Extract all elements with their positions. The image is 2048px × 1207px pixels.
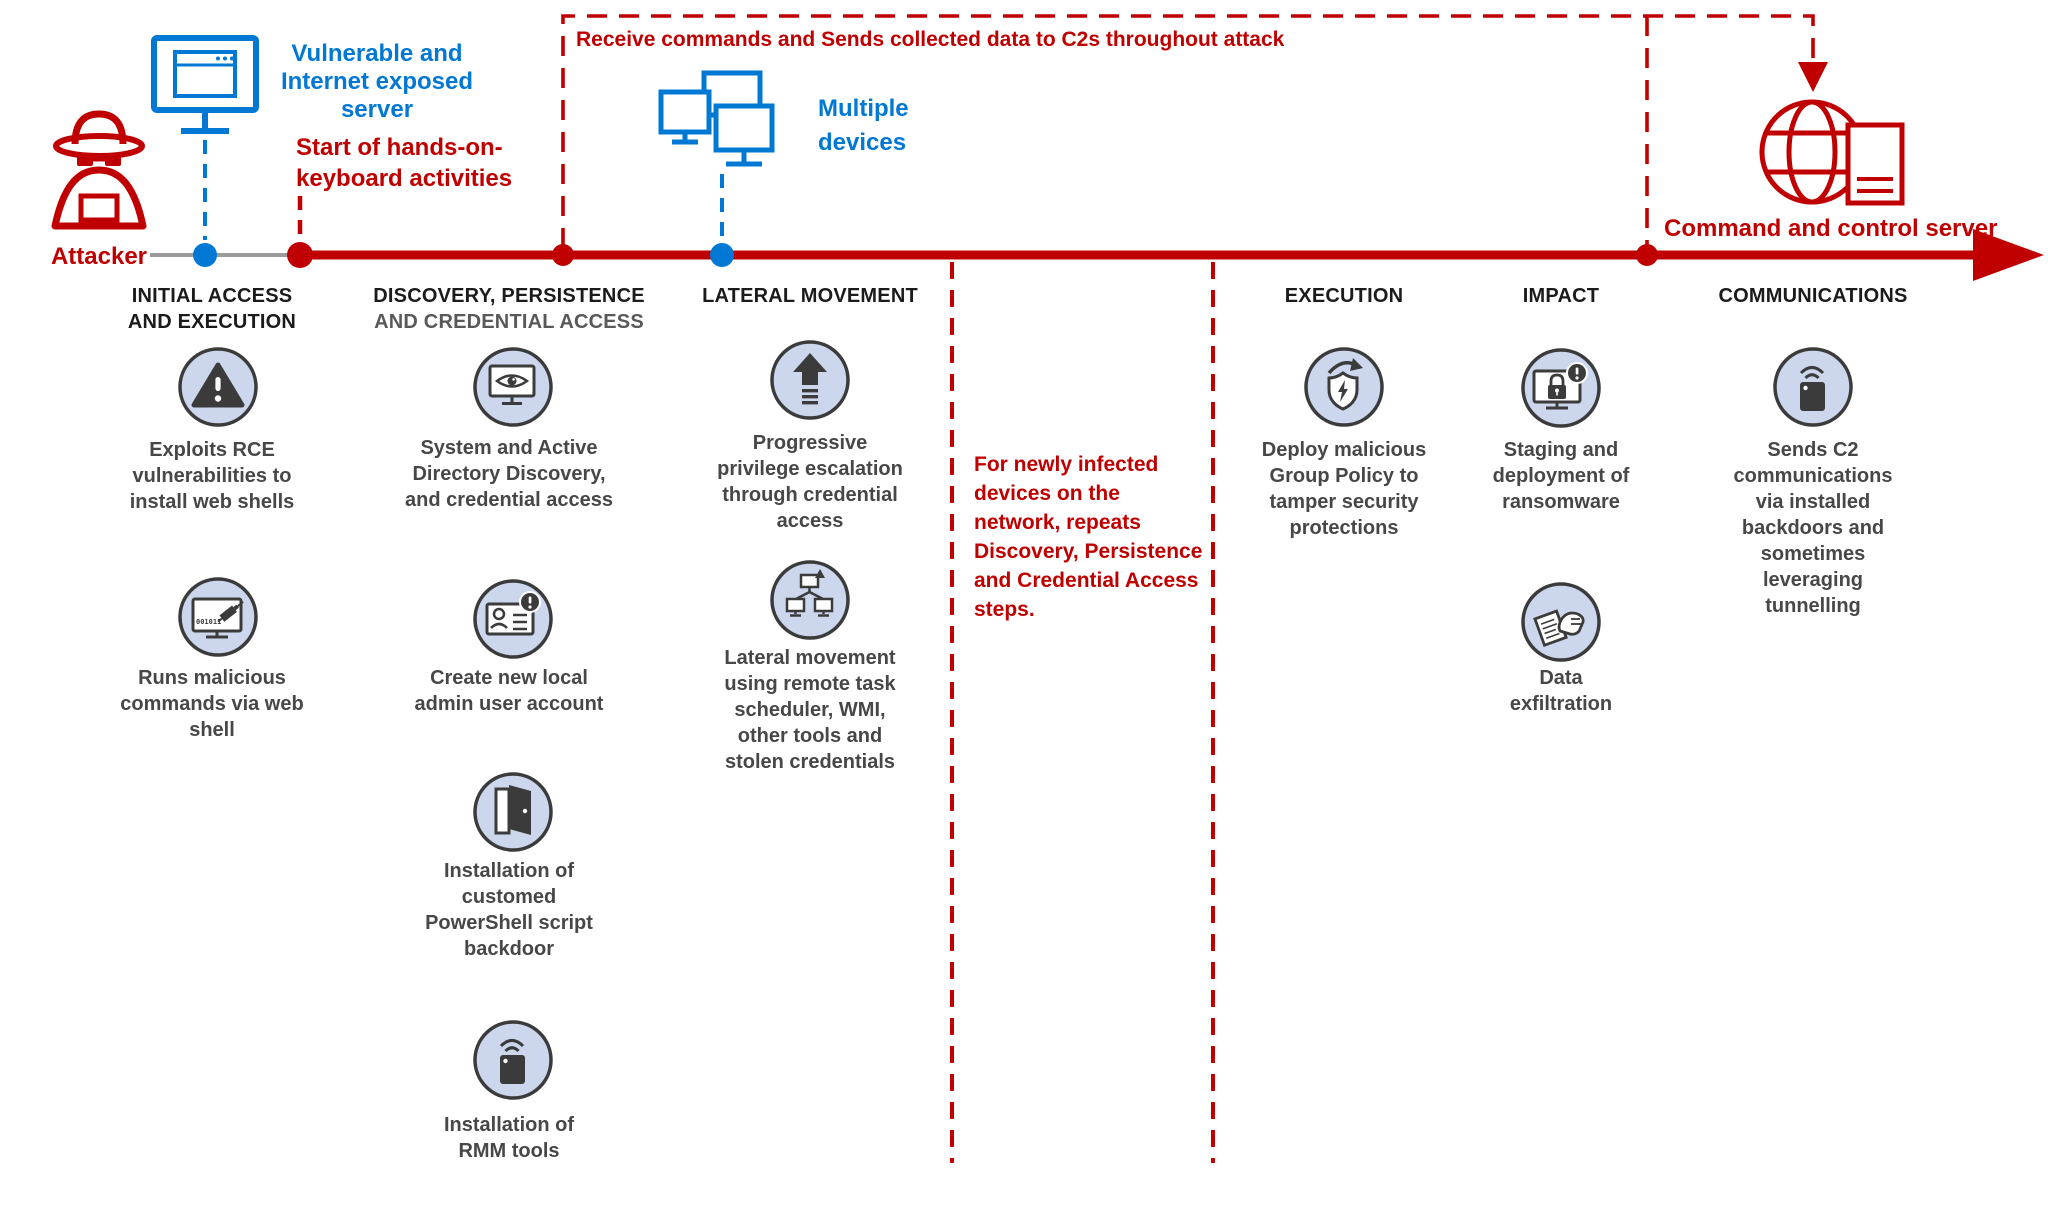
hands-on-label: Start of hands-on- keyboard activities [296, 134, 513, 192]
backdoor-door-icon [473, 772, 553, 852]
caption-privilege-escalation: Progressive privilege escalation through… [717, 432, 903, 532]
c2-dashed-box [561, 14, 1815, 248]
caption-powershell-backdoor: Installation of customed PowerShell scri… [425, 860, 593, 960]
lateral-network-icon [770, 560, 850, 640]
phase-header-communications: COMMUNICATIONS [1718, 285, 1908, 307]
milestone-dot-c2-end [1636, 244, 1658, 266]
attacker-label: Attacker [50, 243, 148, 270]
timeline-arrowhead-icon [1973, 229, 2044, 281]
caption-data-exfiltration: Data exfiltration [1509, 667, 1613, 715]
caption-ransomware-staging: Staging and deployment of ransomware [1492, 439, 1630, 513]
milestone-dot-devices [710, 243, 734, 267]
group-policy-shield-icon [1304, 347, 1384, 427]
c2-server-label: Command and control server [1664, 215, 1998, 242]
discovery-eye-icon [473, 347, 553, 427]
c2-banner-label: Receive commands and Sends collected dat… [576, 28, 1285, 51]
new-account-icon [473, 579, 553, 659]
data-exfiltration-icon [1521, 582, 1601, 662]
warning-icon [178, 347, 258, 427]
privilege-escalation-icon [770, 340, 850, 420]
caption-runs-malicious: Runs malicious commands via web shell [120, 667, 304, 741]
multiple-devices-icon [658, 70, 775, 167]
rmm-device-icon [473, 1020, 553, 1100]
milestone-dot-c2-start [552, 244, 574, 266]
caption-group-policy: Deploy malicious Group Policy to tamper … [1261, 439, 1427, 539]
multiple-devices-label: Multiple devices [818, 95, 909, 156]
svg-text:001011: 001011 [196, 618, 221, 626]
milestone-dot-hands-on [287, 242, 313, 268]
caption-c2-communications: Sends C2 communications via installed ba… [1733, 439, 1893, 617]
milestone-dot-server [193, 243, 217, 267]
c2-down-arrowhead-icon [1798, 62, 1828, 92]
caption-exploits-rce: Exploits RCE vulnerabilities to install … [129, 439, 295, 513]
exposed-server-monitor-icon [151, 35, 259, 134]
caption-create-admin: Create new local admin user account [414, 667, 604, 715]
c2-communications-icon [1773, 347, 1853, 427]
phase-header-impact: IMPACT [1522, 285, 1600, 307]
caption-lateral-movement: Lateral movement using remote task sched… [724, 647, 896, 773]
attacker-icon [51, 110, 147, 230]
web-shell-command-icon: 001011 [178, 577, 258, 657]
c2-globe-server-icon [1759, 99, 1905, 206]
ransomware-lock-icon [1521, 348, 1601, 428]
caption-system-ad-discovery: System and Active Directory Discovery, a… [405, 437, 613, 511]
vulnerable-server-label: Vulnerable and Internet exposed server [280, 40, 474, 123]
caption-rmm-tools: Installation of RMM tools [444, 1114, 574, 1162]
phase-header-discovery: DISCOVERY, PERSISTENCE AND CREDENTIAL AC… [373, 285, 645, 333]
phase-header-initial-access: INITIAL ACCESS AND EXECUTION [127, 285, 297, 333]
phase-header-lateral-movement: LATERAL MOVEMENT [702, 285, 918, 307]
phase-header-execution: EXECUTION [1284, 285, 1404, 307]
repeat-note: For newly infected devices on the networ… [974, 453, 1203, 621]
